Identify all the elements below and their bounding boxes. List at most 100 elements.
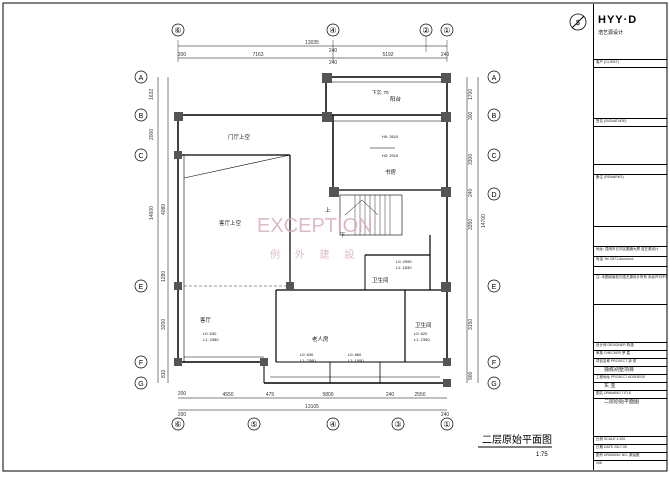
dim-left-seg-4: 1280: [161, 271, 167, 282]
grid-label-right-B: B: [492, 113, 497, 120]
grid-top: ⑥ ④ ② ①: [171, 23, 454, 37]
dim-right-seg-2: 300: [468, 111, 474, 120]
title-block-row-text: 审核 CHECKER 罗 嘉: [596, 351, 631, 355]
dim-top-left: 240: [329, 48, 338, 54]
drawing-title-block: 二层原始平面图 1:75: [478, 433, 552, 458]
grid-label-left-A: A: [139, 75, 144, 82]
title-block-row-text: 图号 DRAWING NO. 原始图: [596, 453, 640, 457]
dim-right-seg-6: 3150: [468, 319, 474, 330]
dim-right-seg-1: 1700: [468, 89, 474, 100]
grid-label-left-C: C: [138, 153, 143, 160]
left-dimensions: 1632 2000 14600 4080 1280 3200 810: [149, 77, 169, 383]
title-block-row: 东 亚: [594, 382, 667, 391]
room-living-note1: L0: 630: [203, 331, 217, 336]
dim-left-total: 14600: [149, 206, 155, 220]
logo-area: $ HYY·D 浩艺源设计: [569, 4, 667, 46]
watermark-sub: 例 外 建 設: [270, 248, 360, 261]
title-block-row: 签名 (SIGNATURE): [594, 118, 667, 127]
drawing-scale: 1:75: [536, 452, 548, 458]
title-block-row: 二层原始平面图: [594, 398, 667, 407]
stair-up-label: 上: [325, 206, 331, 214]
title-block-row: [594, 126, 667, 135]
dim-top-seg-5: 240: [441, 52, 450, 58]
grid-label-left-B: B: [139, 113, 144, 120]
title-block-row: 客户 (CLIENT): [594, 59, 667, 68]
dim-top-total: 13035: [305, 40, 319, 46]
grid-label-right-A: A: [492, 75, 497, 82]
grid-label-right-D: D: [491, 192, 496, 199]
title-block-row: [594, 67, 667, 76]
room-elder: 老人房: [312, 335, 329, 343]
dim-left-seg-3: 4080: [161, 204, 167, 215]
room-study-note2: H3: 2910: [382, 153, 399, 158]
drawing-title: 二层原始平面图: [482, 433, 552, 446]
grid-label-right-F: F: [492, 360, 496, 367]
room-living-void: 客厅上空: [219, 219, 242, 227]
right-dimensions: 1700 300 3300 240 3350 3150 900 14700: [466, 77, 487, 383]
room-bathroom-2: 卫生间: [415, 321, 432, 329]
title-block-row: [594, 266, 667, 275]
room-labels: 阳台 下沉: 70 书房 H0: 2610 H3: 2910 门厅上空 客厅上空…: [200, 89, 432, 363]
title-block-row: 日期 DATE 2017.05: [594, 444, 667, 453]
window-note2: L1: 1950: [348, 358, 364, 363]
title-block-row-text: 二层原始平面图: [604, 399, 640, 405]
title-block-row: 工程地址 PROJECT ADDRESS: [594, 374, 667, 383]
room-bathroom-2-note1: L0: 620: [414, 331, 428, 336]
grid-label-top-2: ④: [329, 26, 336, 35]
grid-label-bottom-3: ④: [329, 420, 336, 429]
title-block-row: [594, 164, 667, 173]
dim-bottom-tick-4: 240: [441, 412, 450, 418]
dim-bottom-seg-1: 4550: [222, 392, 233, 398]
room-study-note1: H0: 2610: [382, 134, 399, 139]
grid-label-top-4: ①: [443, 26, 450, 35]
top-dimensions: 13035 240 200 7163 240 5192 240: [177, 36, 450, 66]
room-bathroom-1-note2: L1: 1830: [396, 265, 412, 270]
grid-label-left-F: F: [139, 360, 143, 367]
title-block: $ HYY·D 浩艺源设计 客户 (CLIENT) 签名 (SIGNATURE) 备…: [569, 4, 667, 470]
room-balcony: 阳台: [390, 95, 402, 103]
dim-bottom-tick-2: 200: [178, 412, 187, 418]
dim-left-seg-5: 3200: [161, 319, 167, 330]
dim-left-seg-2: 2000: [149, 129, 155, 140]
title-block-row: [594, 226, 667, 235]
dim-right-seg-4: 240: [468, 188, 474, 197]
title-block-row-text: 电话 Tel: 0871-6xxxxxxx: [596, 257, 634, 261]
title-block-row-text: 备注 (REMARKS): [596, 175, 624, 179]
dim-right-seg-5: 3350: [468, 219, 474, 230]
title-block-row: 地址: 昆明市五华区圆通大厦 浩艺源设计: [594, 246, 667, 255]
grid-bottom: ⑥ ⑤ ④ ③ ①: [171, 417, 454, 431]
room-bathroom-1-note1: L0: 2990: [396, 259, 412, 264]
title-block-row: 电话 Tel: 0871-6xxxxxxx: [594, 256, 667, 265]
room-living-note2: L1: 2380: [203, 337, 219, 342]
title-block-row: 独栋别墅项目: [594, 366, 667, 375]
room-entry-void: 门厅上空: [228, 133, 251, 141]
dim-top-seg-1: 200: [178, 52, 187, 58]
grid-label-left-G: G: [138, 381, 143, 388]
title-block-row: 图号 DRAWING NO. 原始图: [594, 452, 667, 461]
title-block-row: 注: 本图纸版权归浩艺源设计所有 未经许可不得复制: [594, 274, 667, 283]
window-note1: L0: 860: [348, 352, 362, 357]
title-block-row-text: 签名 (SIGNATURE): [596, 119, 627, 123]
room-study: 书房: [385, 168, 397, 176]
grid-label-bottom-5: ①: [443, 420, 450, 429]
grid-left: A B C E F G: [134, 70, 148, 390]
title-block-row: 设计师 DESIGNER 陈逸: [594, 342, 667, 351]
dim-bottom-seg-4: 240: [386, 392, 395, 398]
dim-bottom-seg-2: 475: [266, 392, 275, 398]
dim-right-total: 14700: [481, 214, 487, 228]
title-block-row: 备注 (REMARKS): [594, 174, 667, 183]
title-block-row: 006: [594, 460, 667, 469]
title-block-row-text: 006: [596, 461, 602, 465]
grid-right: A B C D E F G: [487, 70, 501, 390]
room-bathroom-1: 卫生间: [372, 276, 389, 284]
title-block-row-text: 东 亚: [604, 383, 616, 389]
room-balcony-note: 下沉: 70: [372, 89, 389, 96]
svg-text:$: $: [576, 20, 580, 27]
title-block-row-text: 比例 SCALE 1:100: [596, 437, 626, 441]
grid-label-top-3: ②: [422, 26, 429, 35]
grid-label-left-E: E: [139, 284, 144, 291]
dim-bottom-total: 13105: [305, 404, 319, 410]
title-block-row-text: 工程地址 PROJECT ADDRESS: [596, 375, 645, 379]
title-block-row: 比例 SCALE 1:100: [594, 436, 667, 445]
